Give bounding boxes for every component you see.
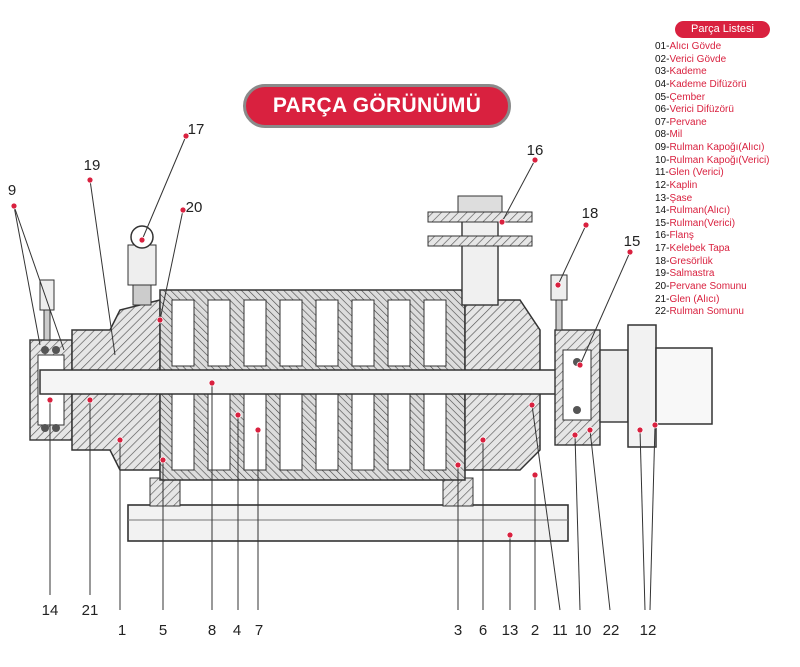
callout-dots xyxy=(10,132,659,539)
callout-22: 22 xyxy=(602,622,620,639)
callout-1: 1 xyxy=(117,622,127,639)
callout-3: 3 xyxy=(453,622,463,639)
legend-item: 02-Verici Gövde xyxy=(655,53,727,65)
legend-item: 11-Glen (Verici) xyxy=(655,167,724,179)
legend-item: 16-Flanş xyxy=(655,230,694,242)
shaft xyxy=(39,369,621,395)
coupling xyxy=(599,324,713,448)
legend-item: 19-Salmastra xyxy=(655,268,715,280)
legend-item: 12-Kaplin xyxy=(655,179,698,191)
legend-item: 06-Verici Difüzörü xyxy=(655,104,734,116)
legend-item: 05-Çember xyxy=(655,91,706,103)
callout-10: 10 xyxy=(574,622,592,639)
callout-6: 6 xyxy=(478,622,488,639)
legend-item: 15-Rulman(Verici) xyxy=(655,217,736,229)
legend-title: Parça Listesi xyxy=(675,21,770,38)
legend-item: 09-Rulman Kapoğı(Alıcı) xyxy=(655,142,765,153)
callout-2: 2 xyxy=(530,622,540,639)
stage-diffusers xyxy=(171,299,447,471)
left-bearing-housing xyxy=(29,279,73,441)
legend-item: 13-Şase xyxy=(655,192,693,204)
legend-item: 22-Rulman Somunu xyxy=(655,306,744,318)
callout-19: 19 xyxy=(83,157,101,174)
suction-casing xyxy=(71,225,161,471)
legend-item: 01-Alıcı Gövde xyxy=(655,41,722,52)
parts-legend: 01-Alıcı Gövde 02-Verici Gövde 03-Kademe… xyxy=(655,41,800,319)
legend-item: 08-Mil xyxy=(655,129,683,141)
legend-item: 20-Pervane Somunu xyxy=(655,280,747,292)
callout-leaders xyxy=(13,135,656,611)
callout-8: 8 xyxy=(207,622,217,639)
callout-4: 4 xyxy=(232,622,242,639)
callout-5: 5 xyxy=(158,622,168,639)
callout-21: 21 xyxy=(81,602,99,619)
callout-16: 16 xyxy=(526,142,544,159)
legend-item: 03-Kademe xyxy=(655,66,707,78)
callout-12: 12 xyxy=(639,622,657,639)
callout-17: 17 xyxy=(187,121,205,138)
base-frame xyxy=(127,477,569,542)
callout-15: 15 xyxy=(623,233,641,250)
callout-7: 7 xyxy=(254,622,264,639)
legend-item: 14-Rulman(Alıcı) xyxy=(655,205,731,217)
callout-13: 13 xyxy=(501,622,519,639)
callout-20: 20 xyxy=(185,199,203,216)
legend-item: 10-Rulman Kapoğı(Verici) xyxy=(655,154,770,166)
legend-item: 04-Kademe Difüzörü xyxy=(655,78,747,90)
legend-item: 18-Gresörlük xyxy=(655,255,713,267)
callout-11: 11 xyxy=(552,622,568,639)
legend-item: 17-Kelebek Tapa xyxy=(655,243,730,254)
callout-18: 18 xyxy=(581,205,599,222)
legend-item: 21-Glen (Alıcı) xyxy=(655,293,720,305)
legend-item: 07-Pervane xyxy=(655,116,707,128)
page-title: PARÇA GÖRÜNÜMÜ xyxy=(243,84,511,128)
callout-14: 14 xyxy=(41,602,59,619)
callout-9: 9 xyxy=(7,182,17,199)
right-bearing-housing xyxy=(550,274,601,446)
